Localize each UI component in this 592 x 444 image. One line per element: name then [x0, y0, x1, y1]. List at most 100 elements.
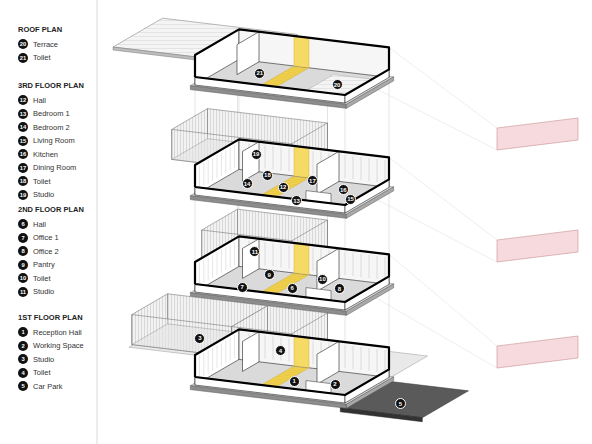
legend-entry: 20Terrace	[18, 39, 58, 49]
callout-number: 4	[279, 348, 282, 354]
callout-number: 16	[340, 187, 347, 193]
stair-tread	[282, 280, 297, 282]
legend-entry: 8 Office 2	[18, 246, 59, 256]
window-mullion	[203, 353, 204, 376]
callout-number: 16	[18, 149, 28, 159]
partition-wall	[243, 332, 260, 372]
window-mullion	[225, 150, 226, 173]
window-mullion	[369, 348, 370, 371]
projection-line	[389, 47, 497, 128]
callout-number: 20	[332, 79, 343, 90]
stair-tread	[287, 70, 302, 72]
callout-number: 12	[278, 182, 289, 193]
first-floor	[129, 294, 469, 422]
room-name: Office 2	[33, 247, 59, 256]
window-mullion	[369, 255, 370, 278]
window-mullion	[313, 248, 314, 271]
stair-wall	[294, 336, 309, 368]
callout-number: 15	[18, 136, 28, 146]
partition-wall	[317, 341, 339, 384]
callout-number: 5	[18, 381, 28, 391]
callout-number: 8	[18, 246, 28, 256]
callout-number: 20	[334, 82, 341, 88]
facade-panel	[497, 336, 578, 368]
callout-number: 16	[338, 184, 349, 195]
callout-number: 3	[198, 335, 201, 341]
callout-number: 14	[242, 178, 253, 189]
window-mullion	[361, 157, 362, 180]
window-mullion	[217, 252, 218, 275]
callout-number: 1	[18, 327, 28, 337]
legend-entry: 10 Toilet	[18, 273, 51, 283]
callout-number: 18	[262, 170, 273, 181]
window-mullion	[217, 155, 218, 178]
callout-number: 1	[293, 378, 296, 384]
stair-tread	[265, 290, 280, 292]
third-floor	[172, 109, 394, 219]
window-mullion	[265, 146, 266, 169]
callout-number: 14	[244, 181, 251, 187]
room-name: Studio	[33, 287, 54, 296]
roof-level	[113, 18, 394, 108]
callout-number: 2	[333, 381, 336, 387]
room-name: Toilet	[33, 274, 51, 283]
room-name: Studio	[33, 190, 54, 199]
callout-number: 11	[252, 249, 258, 255]
callout-number: 21	[256, 70, 263, 76]
callout-number: 21	[18, 53, 28, 63]
callout-number: 14	[18, 122, 28, 132]
window-mullion	[281, 147, 282, 170]
window-mullion	[234, 242, 235, 265]
guide-line	[389, 77, 390, 377]
stair-tread	[285, 371, 300, 373]
legend-entry: 18Toilet	[18, 176, 51, 186]
facade-panel	[497, 118, 578, 150]
window-mullion	[208, 257, 209, 280]
room-name: Pantry	[33, 260, 55, 269]
room-name: Toilet	[33, 177, 51, 186]
window-mullion	[289, 245, 290, 268]
wall	[195, 329, 239, 385]
section-cut	[195, 139, 389, 205]
room-name: Reception Hall	[33, 328, 82, 337]
callout-number: 5	[399, 401, 402, 407]
callout-number: 9	[18, 260, 28, 270]
projection-line	[389, 157, 497, 240]
room-name: Toilet	[33, 53, 51, 62]
callout-number: 9	[267, 272, 270, 278]
window-mullion	[203, 260, 204, 283]
window-mullion	[230, 245, 231, 268]
legend-entry: 15Living Room	[18, 136, 75, 146]
legend-entry: 21 Toilet	[18, 53, 51, 63]
window-mullion	[212, 158, 213, 181]
stair-wall	[294, 243, 309, 275]
legend-entry: 6Hall	[18, 219, 46, 229]
callout-number: 19	[251, 149, 262, 160]
legend-entry: 4Toilet	[18, 368, 51, 378]
callout-number: 10	[18, 273, 28, 283]
window-mullion	[281, 244, 282, 267]
callout-number: 15	[347, 196, 354, 202]
legend-entry: 7Office 1	[18, 233, 59, 243]
floor-heading: 2ND FLOOR PLAN	[18, 205, 84, 214]
wall	[195, 77, 345, 103]
section-cut	[195, 236, 389, 302]
callout-number: 20	[18, 39, 28, 49]
window-mullion	[203, 163, 204, 186]
stair-tread	[287, 277, 302, 279]
legend-entry: 11Studio	[18, 287, 54, 297]
stair-tread	[274, 78, 289, 80]
callout-number: 2	[18, 341, 28, 351]
legend-entry: 19Studio	[18, 190, 54, 200]
projection-line	[389, 254, 497, 346]
stair-tread	[282, 373, 297, 375]
window-mullion	[353, 156, 354, 179]
window-mullion	[313, 341, 314, 364]
callout-number: 10	[319, 276, 326, 282]
stair-tread	[290, 275, 305, 277]
floor-heading: ROOF PLAN	[18, 25, 62, 34]
callout-number: 13	[293, 198, 300, 204]
callout-number: 10	[317, 274, 328, 285]
legend-entry: 17Dining Room	[18, 163, 76, 173]
window-mullion	[385, 160, 386, 183]
